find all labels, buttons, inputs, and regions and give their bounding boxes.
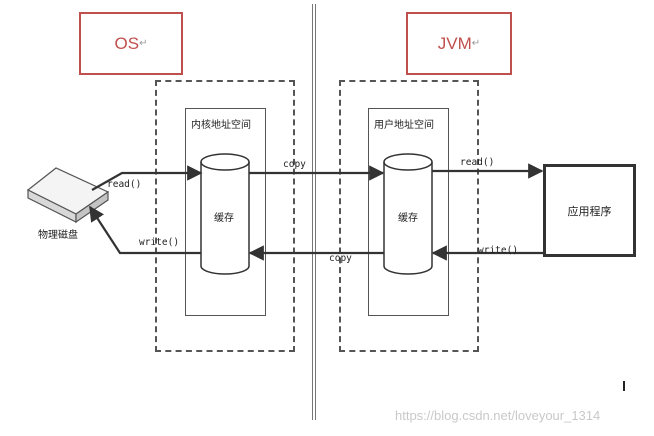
disk-icon (26, 167, 110, 224)
disk-read-label: read() (107, 179, 142, 190)
user-buffer-label: 缓存 (398, 213, 418, 224)
physical-disk-label: 物理磁盘 (38, 230, 78, 241)
cursor-mark (623, 381, 625, 391)
disk-write-label: write() (139, 237, 180, 248)
watermark-text: https://blog.csdn.net/loveyour_1314 (395, 408, 601, 423)
user-space-title: 用户地址空间 (374, 120, 434, 131)
os-jvm-divider (312, 4, 316, 420)
app-write-label: write() (478, 245, 519, 256)
jvm-label-box: JVM↵ (406, 12, 512, 75)
app-read-label: read() (460, 157, 495, 168)
application-label: 应用程序 (567, 204, 612, 218)
copy-bottom-label: copy (329, 253, 352, 264)
jvm-label: JVM (437, 33, 472, 53)
os-label-box: OS↵ (79, 12, 183, 75)
copy-top-label: copy (283, 159, 306, 170)
kernel-buffer-label: 缓存 (214, 213, 234, 224)
os-label: OS (114, 33, 140, 53)
application-box: 应用程序 (543, 164, 636, 257)
user-dashed-region (339, 80, 479, 352)
kernel-space-title: 内核地址空间 (191, 120, 251, 131)
